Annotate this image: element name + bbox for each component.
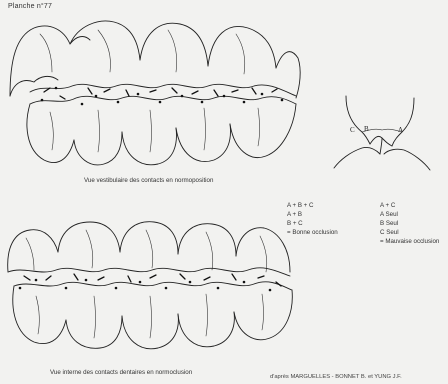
legend-good-line: A + B + C xyxy=(287,201,338,210)
legend-bad-line: C Seul xyxy=(380,228,439,237)
legend-bad-line: = Mauvaise occlusion xyxy=(380,237,439,246)
cusp-label-a: A xyxy=(398,126,403,134)
source-credit: d'après MARGUELLES - BONNET B. et YUNG J… xyxy=(270,374,402,380)
good-occlusion-legend: A + B + C A + B B + C = Bonne occlusion xyxy=(287,201,338,237)
legend-good-line: A + B xyxy=(287,210,338,219)
legend-good-line: B + C xyxy=(287,219,338,228)
legend-good-line: = Bonne occlusion xyxy=(287,228,338,237)
cusp-label-c: C xyxy=(350,126,355,134)
legend-bad-line: A + C xyxy=(380,201,439,210)
cusp-label-b: B xyxy=(364,125,369,133)
legend-bad-line: A Seul xyxy=(380,210,439,219)
legend-bad-line: B Seul xyxy=(380,219,439,228)
bad-occlusion-legend: A + C A Seul B Seul C Seul = Mauvaise oc… xyxy=(380,201,439,246)
